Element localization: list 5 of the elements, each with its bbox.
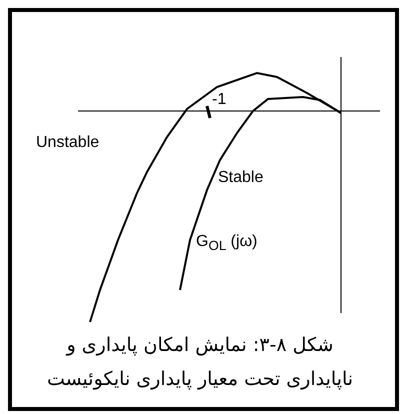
region-label: Stable (218, 170, 264, 186)
critical-point-label: -1 (212, 92, 226, 108)
region-label: Unstable (36, 135, 100, 151)
curve-label: G$_{OL}$ (jω) (196, 234, 258, 253)
figure-caption: شکل ۸-۳: نمایش امکان پایداری و ناپایداری تحت معیار پایداری نایکوئیست (46, 333, 354, 392)
